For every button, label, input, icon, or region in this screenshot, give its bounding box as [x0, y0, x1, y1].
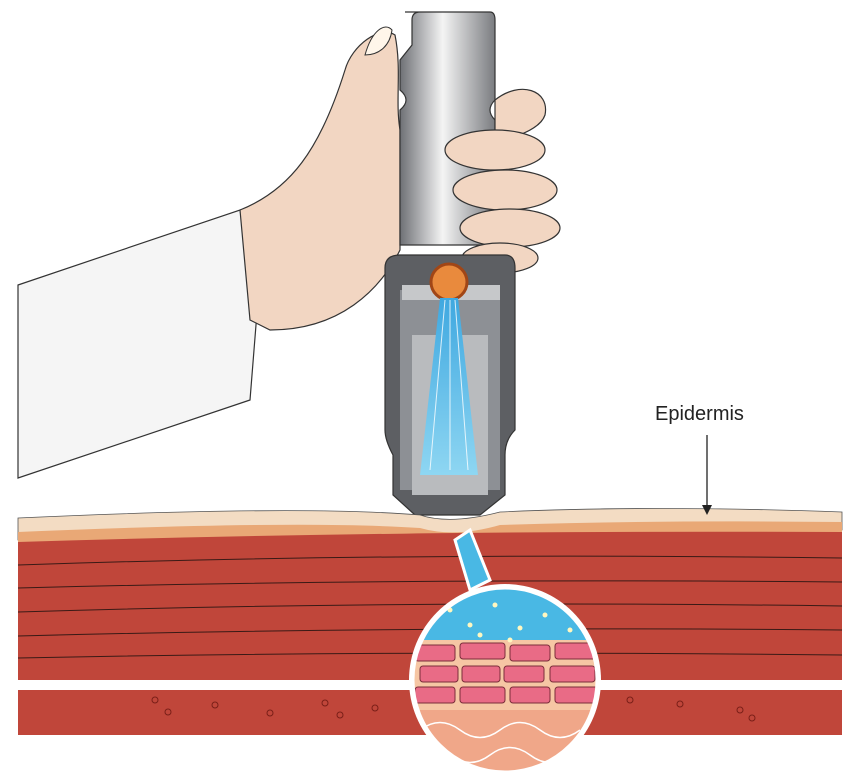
- injector-body: [399, 11, 496, 246]
- drug-capsule: [429, 262, 469, 302]
- liquid-jet: [420, 298, 478, 475]
- magnifier-pointer: [453, 527, 492, 593]
- arrow-head-icon: [702, 505, 712, 515]
- lab-coat-sleeve: [17, 209, 259, 479]
- fingernail: [364, 26, 393, 56]
- muscle-layer: [18, 531, 842, 680]
- epidermis-label: Epidermis: [655, 403, 744, 425]
- magnifier-ring: [409, 584, 601, 776]
- cells: [151, 696, 756, 722]
- hand: [239, 31, 401, 331]
